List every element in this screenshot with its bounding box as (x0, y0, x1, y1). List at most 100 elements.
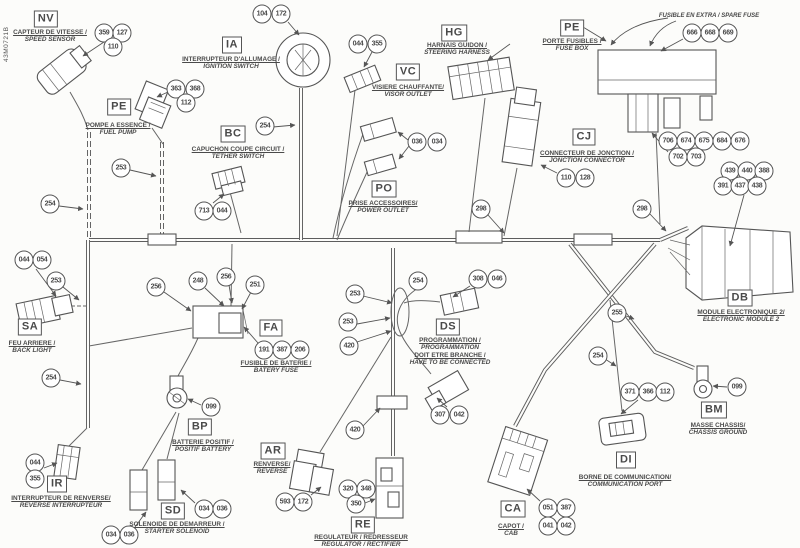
reverse-interrupter-connector-drawing (53, 444, 81, 480)
caption-sa-line1: BACK LIGHT (12, 347, 52, 355)
caption-pe-fusebox: PORTE FUSIBLES /FUSE BOX (543, 38, 602, 53)
wire-number-circle-054: 054 (32, 250, 52, 270)
wire-number-circle-206: 206 (290, 340, 310, 360)
caption-sa-line0: FEU ARRIERE / (8, 340, 56, 347)
caption-nv-line1: SPEED SENSOR (24, 36, 76, 44)
cab-connector-drawing (487, 425, 549, 497)
wire-number-circle-438: 438 (747, 176, 767, 196)
caption-ar-line0: RENVERSE/ (253, 461, 291, 468)
wire-number-circle-042: 042 (556, 516, 576, 536)
battery-fuse-module-drawing (192, 305, 249, 339)
caption-bc: CAPUCHON COUPE CIRCUIT /TETHER SWITCH (192, 146, 285, 161)
ignition-switch-drawing (275, 32, 331, 88)
wire-number-circle-387: 387 (556, 498, 576, 518)
note-spare-fuse: FUSIBLE EN EXTRA / SPARE FUSE (658, 13, 760, 19)
wire-number-circle-042: 042 (449, 405, 469, 425)
caption-sd-line1: STARTER SOLENOID (144, 528, 210, 536)
wire-number-circle-255: 255 (607, 303, 627, 323)
caption-bm: MASSE CHASSIS/CHASSIS GROUND (689, 422, 748, 437)
caption-db: MODULE ELECTRONIQUE 2/ELECTRONIC MODULE … (697, 309, 784, 324)
wire-number-circle-253: 253 (345, 284, 365, 304)
harness-trunk-lines (86, 88, 695, 456)
caption-sd-line0: SOLENOIDE DE DEMARREUR / (129, 521, 225, 528)
wire-number-circle-253: 253 (111, 158, 131, 178)
wire-number-circle-128: 128 (575, 168, 595, 188)
rectifier-connector-drawing (375, 457, 404, 519)
wire-number-circle-307: 307 (430, 405, 450, 425)
wire-number-circle-172: 172 (293, 492, 313, 512)
wire-number-circle-110: 110 (103, 37, 123, 57)
label-ca: CA (500, 500, 526, 518)
caption-pe-fusebox-line1: FUSE BOX (555, 45, 589, 53)
caption-hg-line1: STEERING HARNESS (424, 49, 490, 57)
wire-number-circle-684: 684 (712, 131, 732, 151)
wire-number-circle-034: 034 (101, 525, 121, 545)
caption-di: BORNE DE COMMUNICATION/COMMUNICATION POR… (579, 474, 672, 489)
caption-sa: FEU ARRIERE /BACK LIGHT (9, 340, 56, 355)
wire-number-circle-036: 036 (407, 132, 427, 152)
wire-number-circle-099: 099 (727, 377, 747, 397)
document-code: 43M0721B (3, 26, 10, 62)
label-pe-pump: PE (107, 98, 131, 116)
wire-number-circle-112: 112 (176, 93, 196, 113)
speed-sensor-drawing (36, 44, 92, 95)
caption-bp: BATTERIE POSITIF /POSITIF BATTERY (172, 439, 234, 454)
caption-pe-pump: POMPE A ESSENCE /FUEL PUMP (86, 122, 151, 137)
wire-number-circle-104: 104 (252, 4, 272, 24)
wire-number-circle-254: 254 (41, 368, 61, 388)
label-bp: BP (187, 418, 213, 436)
reverse-connector-drawing (288, 448, 335, 496)
caption-po: PRISE ACCESSOIRES/POWER OUTLET (348, 200, 417, 215)
caption-ar: RENVERSE/REVERSE (254, 461, 291, 476)
wire-number-circle-191: 191 (254, 340, 274, 360)
power-outlet-connector1-drawing (359, 116, 397, 142)
wire-number-circle-112: 112 (655, 382, 675, 402)
wire-number-circle-254: 254 (408, 271, 428, 291)
label-nv: NV (33, 10, 59, 28)
caption-ia-line0: INTERRUPTEUR D'ALLUMAGE / (182, 56, 280, 63)
wire-number-circle-254: 254 (588, 346, 608, 366)
visor-outlet-connector-drawing (343, 64, 382, 94)
wire-number-circle-355: 355 (367, 34, 387, 54)
label-bm: BM (700, 401, 728, 419)
caption-cj-line1: JONCTION CONNECTOR (549, 157, 625, 165)
wire-number-circle-036: 036 (119, 525, 139, 545)
wire-number-circle-355: 355 (25, 469, 45, 489)
wire-number-circle-034: 034 (194, 499, 214, 519)
fuel-pump-connector-drawing (134, 80, 172, 129)
label-di: DI (616, 451, 636, 469)
wire-number-circle-713: 713 (194, 201, 214, 221)
starter-solenoid-connector2-drawing (157, 459, 176, 501)
wire-number-circle-666: 666 (682, 23, 702, 43)
fuse-box-drawing (597, 49, 717, 133)
wire-number-circle-676: 676 (730, 131, 750, 151)
wire-number-circle-256: 256 (146, 277, 166, 297)
wire-number-circle-420: 420 (345, 420, 365, 440)
wire-number-circle-593: 593 (275, 492, 295, 512)
wire-number-circle-036: 036 (212, 499, 232, 519)
caption-ir-line0: INTERRUPTEUR DE RENVERSE/ (11, 495, 111, 502)
wire-number-circle-387: 387 (272, 340, 292, 360)
wire-number-circle-308: 308 (468, 269, 488, 289)
caption-hg: HARNAIS GUIDON /STEERING HARNESS (424, 42, 490, 57)
steering-harness-connector-drawing (447, 56, 515, 101)
caption-ir: INTERRUPTEUR DE RENVERSE/REVERSE INTERRU… (11, 495, 110, 510)
wire-number-circle-703: 703 (686, 147, 706, 167)
label-ir: IR (47, 475, 67, 493)
caption-ds-line1: PROGRAMMATION (420, 344, 480, 352)
wire-number-circle-044: 044 (14, 250, 34, 270)
caption-fa-line1: BATERY FUSE (253, 367, 299, 375)
caption-ca-line1: CAB (504, 530, 518, 538)
caption-sd: SOLENOIDE DE DEMARREUR /STARTER SOLENOID (129, 521, 224, 536)
label-db: DB (727, 289, 753, 307)
caption-vc-line0: VISIERE CHAUFFANTE/ (371, 84, 445, 91)
caption-bp-line1: POSITIF BATTERY (174, 446, 232, 454)
wire-number-circle-254: 254 (255, 116, 275, 136)
wire-number-circle-044: 044 (212, 201, 232, 221)
caption-ca-line0: CAPOT / (498, 523, 524, 530)
wire-number-circle-256: 256 (216, 267, 236, 287)
wire-number-circle-044: 044 (348, 34, 368, 54)
